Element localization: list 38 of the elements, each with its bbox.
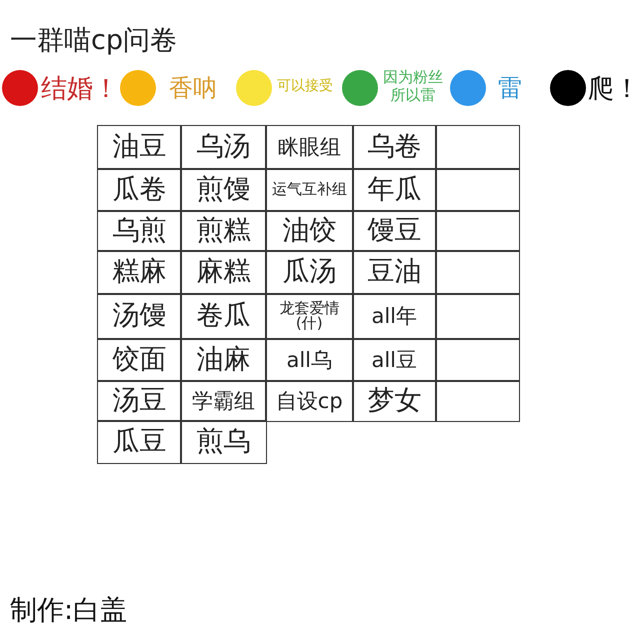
table-cell: all豆 xyxy=(352,338,436,382)
table-cell: 乌煎 xyxy=(97,210,182,252)
table-cell: 油饺 xyxy=(265,210,354,252)
legend-label: 香呐 xyxy=(168,74,218,103)
table-cell: 汤馒 xyxy=(97,293,182,340)
table-cell: 卷瓜 xyxy=(180,293,266,340)
legend-label: 因为粉丝所以雷 xyxy=(382,68,444,104)
legend-label: 结婚！ xyxy=(40,74,120,106)
table-cell: 麻糕 xyxy=(180,250,266,294)
author-credit: 制作:白盖 xyxy=(10,594,128,628)
table-cell: 乌卷 xyxy=(352,125,436,170)
legend-label: 可以接受 xyxy=(276,78,334,95)
table-cell: 瓜卷 xyxy=(97,168,182,212)
table-cell: 饺面 xyxy=(97,338,182,382)
legend-label: 爬！ xyxy=(588,74,638,106)
table-cell: 馒豆 xyxy=(352,210,436,252)
table-cell: 梦女 xyxy=(352,380,436,422)
table-cell: 汤豆 xyxy=(97,380,182,422)
table-cell: 眯眼组 xyxy=(265,125,354,170)
table-cell: 煎糕 xyxy=(180,210,266,252)
table-cell: 豆油 xyxy=(352,250,436,294)
table-cell: 瓜汤 xyxy=(265,250,354,294)
table-cell: 油豆 xyxy=(97,125,182,170)
table-cell: all乌 xyxy=(265,338,354,382)
table-cell: 糕麻 xyxy=(97,250,182,294)
table-cell: 运气互补组 xyxy=(265,168,354,212)
table-cell: 自设cp xyxy=(265,380,354,422)
table-cell: 煎乌 xyxy=(180,420,266,464)
table-cell: 龙套爱情(什) xyxy=(265,293,354,340)
table-cell: 学霸组 xyxy=(180,380,266,422)
legend-label: 雷 xyxy=(497,74,523,103)
title: 一群喵cp问卷 xyxy=(10,24,177,58)
table-cell: 乌汤 xyxy=(180,125,266,170)
table-cell: all年 xyxy=(352,293,436,340)
table-cell: 煎馒 xyxy=(180,168,266,212)
table-cell: 油麻 xyxy=(180,338,266,382)
table-cell: 瓜豆 xyxy=(97,420,182,464)
table-cell: 年瓜 xyxy=(352,168,436,212)
